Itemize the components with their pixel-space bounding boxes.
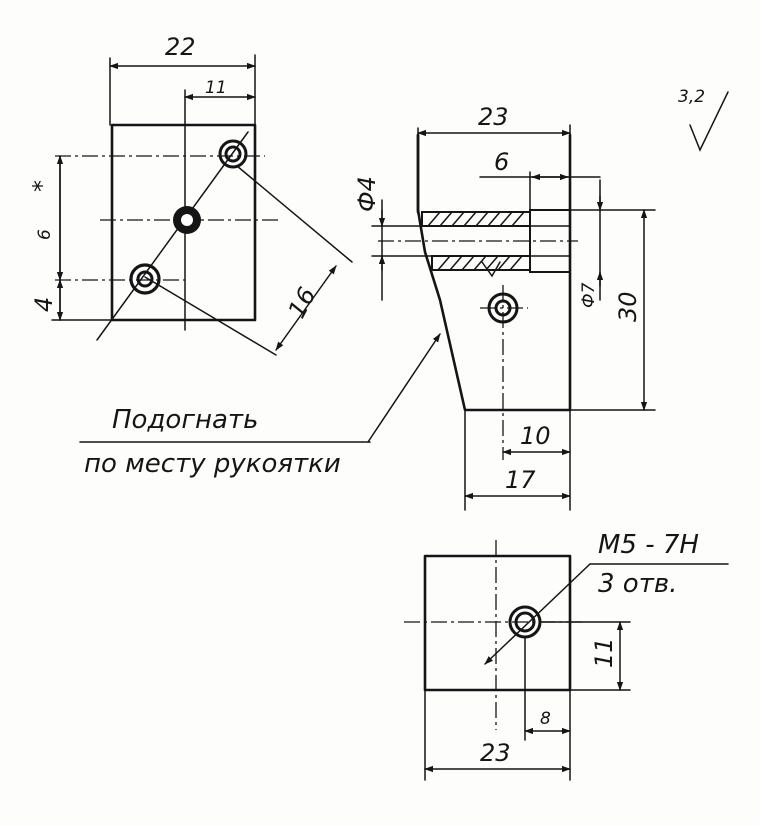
dim-6: 6 xyxy=(35,229,55,240)
hatched-section xyxy=(421,209,571,278)
hole-bottom xyxy=(129,263,161,295)
hole-middle xyxy=(173,206,201,234)
dim-17: 17 xyxy=(505,466,536,494)
bottom-view-outline xyxy=(423,554,572,692)
thread-leader xyxy=(484,563,591,665)
side-hole xyxy=(480,285,528,460)
dim-23-side: 23 xyxy=(478,103,509,131)
dim-11-bottom: 11 xyxy=(590,637,618,668)
hole-top xyxy=(218,139,248,169)
roughness-value: 3,2 xyxy=(678,87,705,107)
side-view: 23 6 Ф4 Ф7 30 10 17 xyxy=(353,103,656,511)
dim-10: 10 xyxy=(520,422,551,450)
note-leader xyxy=(367,333,441,443)
roughness-symbol: 3,2 xyxy=(678,87,729,152)
dim-30: 30 xyxy=(614,291,642,322)
ext-line xyxy=(236,165,353,263)
left-view-outline xyxy=(110,123,257,322)
dim-4: 4 xyxy=(30,297,58,312)
dim-16: 16 xyxy=(283,283,322,323)
dim-phi4: Ф4 xyxy=(353,176,381,212)
dim-6-side: 6 xyxy=(494,148,509,176)
note-line-2: по месту рукоятки xyxy=(84,449,341,479)
thread-spec: М5 - 7Н xyxy=(598,530,699,560)
hole-axis-diagonal xyxy=(96,131,249,341)
dim-11: 11 xyxy=(205,78,227,98)
star-mark: * xyxy=(28,180,56,192)
hole-count: 3 отв. xyxy=(598,569,677,599)
dim-phi7: Ф7 xyxy=(579,282,599,308)
ext-line xyxy=(144,276,277,356)
left-view: 22 11 16 4 6 * xyxy=(28,33,353,356)
bottom-view: М5 - 7Н 3 отв. 11 8 23 xyxy=(404,530,729,781)
dim-8: 8 xyxy=(540,709,551,729)
dim-23-bottom: 23 xyxy=(480,739,511,767)
note-line-1: Подогнать xyxy=(112,405,258,435)
dim-22: 22 xyxy=(165,33,196,61)
note: Подогнать по месту рукоятки xyxy=(79,333,441,479)
dim-line-16 xyxy=(275,265,337,351)
